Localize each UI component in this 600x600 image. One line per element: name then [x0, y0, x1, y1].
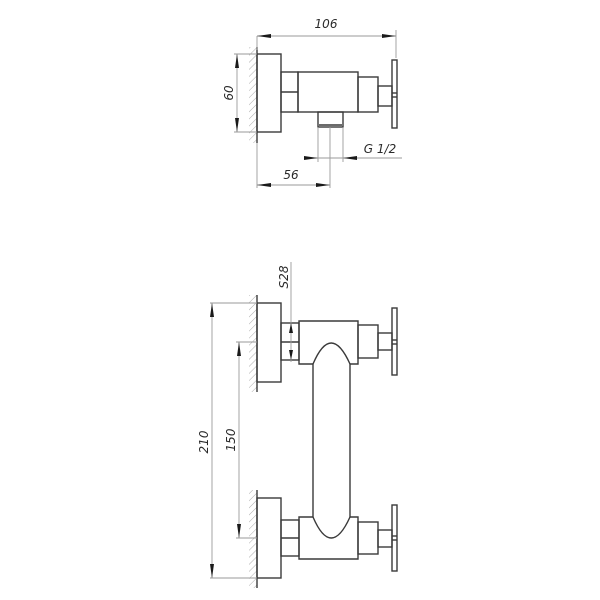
- upper-stem: [377, 332, 393, 351]
- lower-arch: [312, 516, 351, 539]
- dim-width-total: 106: [315, 17, 338, 31]
- dim-flange-height: 60: [222, 85, 236, 101]
- mixer-body: [298, 320, 359, 560]
- wall-flange: [256, 53, 282, 133]
- lower-wall-hatching: [249, 490, 257, 588]
- dim-outlet-thread: G 1/2: [364, 142, 396, 156]
- upper-arch: [312, 342, 351, 365]
- wall-hatching: [249, 47, 257, 143]
- cross-handle: [391, 59, 398, 129]
- lower-cross-handle: [391, 504, 398, 572]
- upper-flange: [256, 302, 282, 383]
- lower-stem: [377, 529, 393, 548]
- dim-wrench-size: S28: [277, 265, 291, 288]
- outlet-nozzle: [317, 111, 344, 128]
- side-view: 106 60 G 1/2 56: [222, 17, 402, 188]
- front-view: S28 210 150: [197, 262, 398, 588]
- dim-center-distance: 150: [224, 428, 238, 451]
- dim-outlet-offset: 56: [283, 168, 299, 182]
- lower-nut: [357, 521, 379, 555]
- handle-stem: [377, 85, 393, 107]
- cartridge-nut: [357, 76, 379, 113]
- upper-wall-hatching: [249, 295, 257, 392]
- upper-cross-handle: [391, 307, 398, 376]
- dim-overall-height: 210: [197, 430, 211, 453]
- valve-body: [297, 71, 359, 113]
- lower-flange: [256, 497, 282, 579]
- upper-nut: [357, 324, 379, 359]
